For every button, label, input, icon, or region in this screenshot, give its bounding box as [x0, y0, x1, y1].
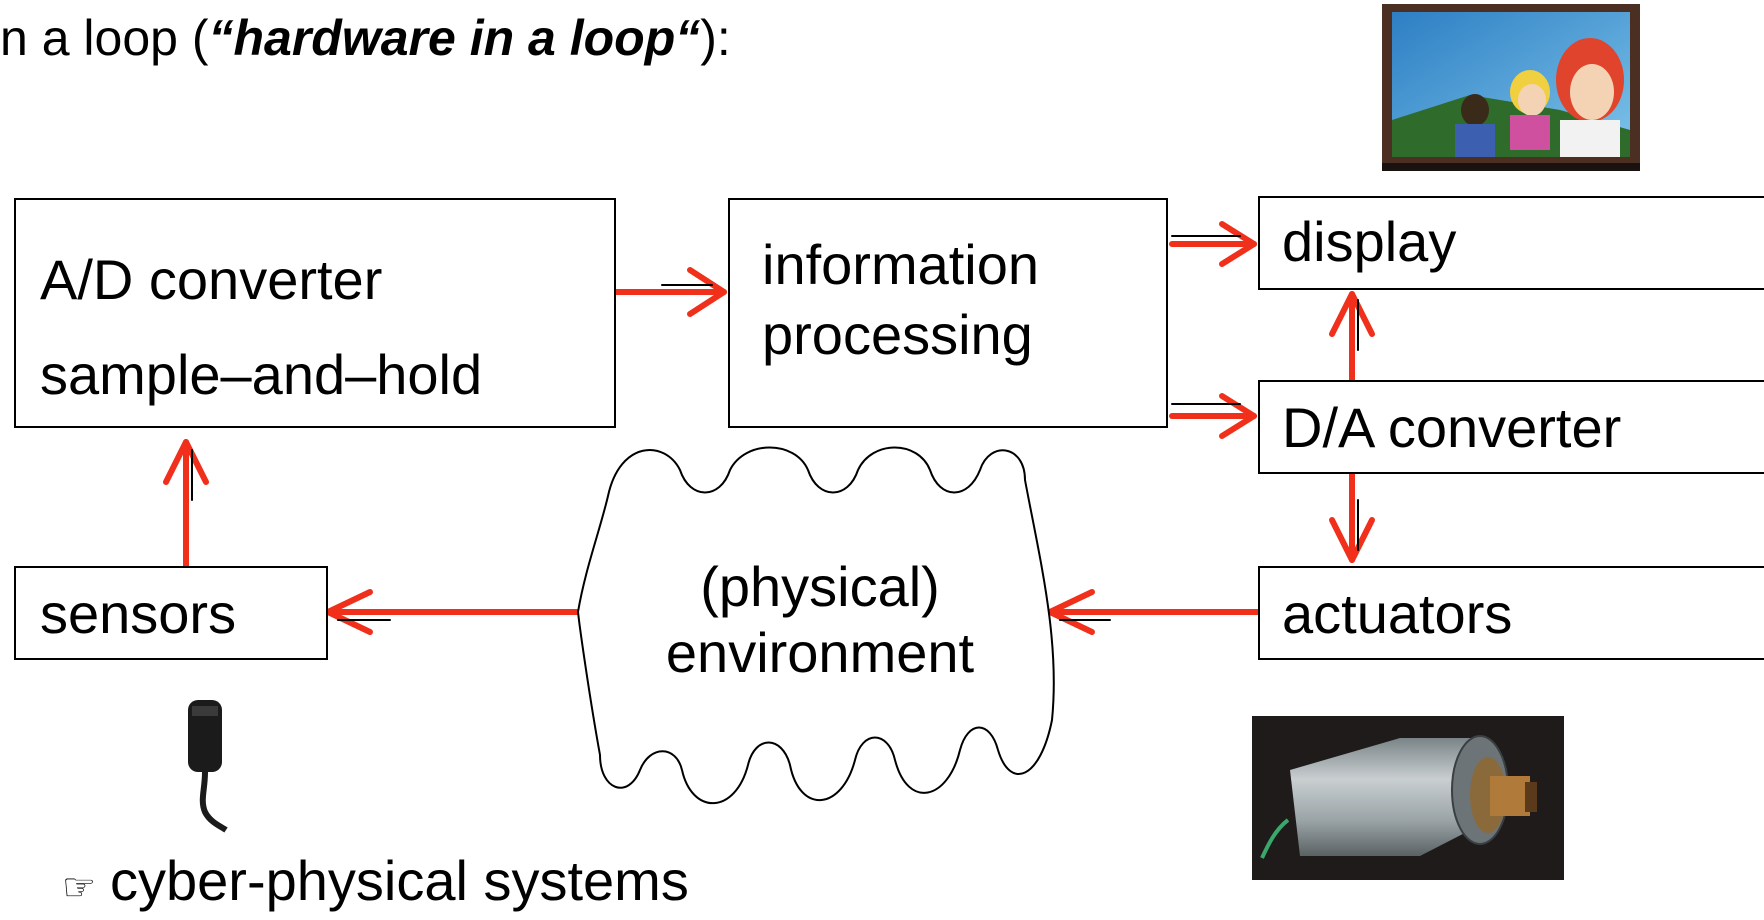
information-label: information: [762, 233, 1040, 296]
arrow-ad-to-processing: [609, 267, 727, 317]
arrow-processing-to-da: [1169, 393, 1257, 439]
actuators-label: actuators: [1282, 582, 1513, 645]
heading-suffix: ):: [700, 10, 731, 66]
ad-converter-block: A/D converter sample–and–hold: [14, 198, 616, 428]
processing-label: processing: [762, 303, 1033, 366]
actuators-block: actuators: [1258, 566, 1764, 660]
arrow-sensors-to-ad: [163, 439, 209, 571]
cyber-physical-systems-line: ☞ cyber-physical systems: [62, 848, 689, 914]
arrow-da-to-display: [1329, 291, 1375, 383]
environment-label: (physical) environment: [590, 554, 1050, 686]
ad-converter-label: A/D converter: [40, 248, 383, 311]
arrow-actuators-to-environment: [1047, 589, 1263, 635]
information-processing-block: information processing: [728, 198, 1168, 428]
microphone-sensor-image: [188, 700, 228, 833]
arrow-da-to-actuators: [1329, 471, 1375, 563]
sensors-block: sensors: [14, 566, 328, 660]
display-label: display: [1282, 210, 1457, 273]
arrow-processing-to-display: [1169, 221, 1257, 267]
heading-emphasis: “hardware in a loop“: [208, 10, 701, 66]
arrow-environment-to-sensors: [325, 589, 581, 635]
sample-and-hold-label: sample–and–hold: [40, 342, 483, 406]
environment-word-label: environment: [665, 621, 975, 684]
heading-prefix: n a loop (: [0, 10, 209, 66]
pointing-hand-icon: ☞: [62, 865, 97, 909]
tv-screen-image: [1382, 4, 1640, 171]
sensors-label: sensors: [40, 582, 237, 645]
da-converter-block: D/A converter: [1258, 380, 1764, 474]
da-converter-label: D/A converter: [1282, 396, 1622, 459]
electric-motor-image: [1252, 716, 1564, 880]
cyber-physical-systems-text: cyber-physical systems: [110, 849, 689, 912]
display-block: display: [1258, 196, 1764, 290]
connection-arrows: [163, 221, 1375, 635]
environment-cloud-shape: [576, 446, 1055, 805]
slide-heading: n a loop (“hardware in a loop“):: [0, 6, 731, 70]
physical-label: (physical): [700, 555, 940, 618]
